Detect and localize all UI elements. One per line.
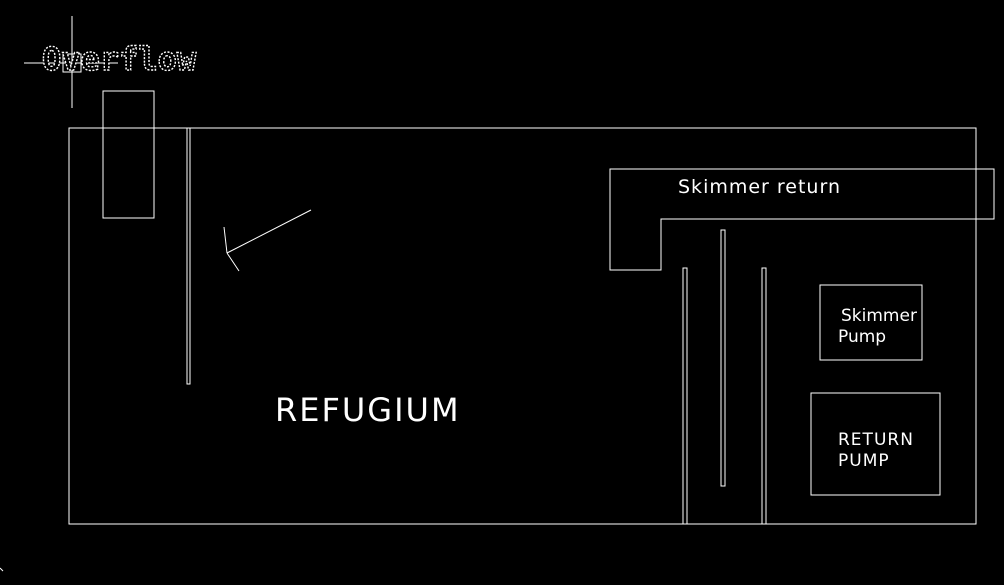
overflow-title: Overflow <box>42 40 197 78</box>
right-baffle-left <box>682 267 688 525</box>
skimmer-pump-label-line2: Pump <box>838 327 886 347</box>
skimmer-return-label: Skimmer return <box>678 176 841 198</box>
corner-artifact <box>0 567 4 572</box>
crosshair-cursor <box>24 16 118 108</box>
overflow-box <box>102 90 155 219</box>
refugium-label: REFUGIUM <box>275 391 461 429</box>
right-baffle-middle <box>720 229 726 487</box>
flow-arrow-icon <box>223 209 312 272</box>
skimmer-return-pipe <box>609 168 995 271</box>
right-baffle-right <box>761 267 767 525</box>
return-pump-box <box>810 392 941 496</box>
return-pump-label-line2: PUMP <box>838 451 890 471</box>
skimmer-pump-label-line1: Skimmer <box>841 306 917 326</box>
skimmer-pump-box <box>819 284 923 361</box>
return-pump-label-line1: RETURN <box>838 430 914 450</box>
sump-outline <box>68 127 977 525</box>
left-baffle <box>186 127 191 385</box>
